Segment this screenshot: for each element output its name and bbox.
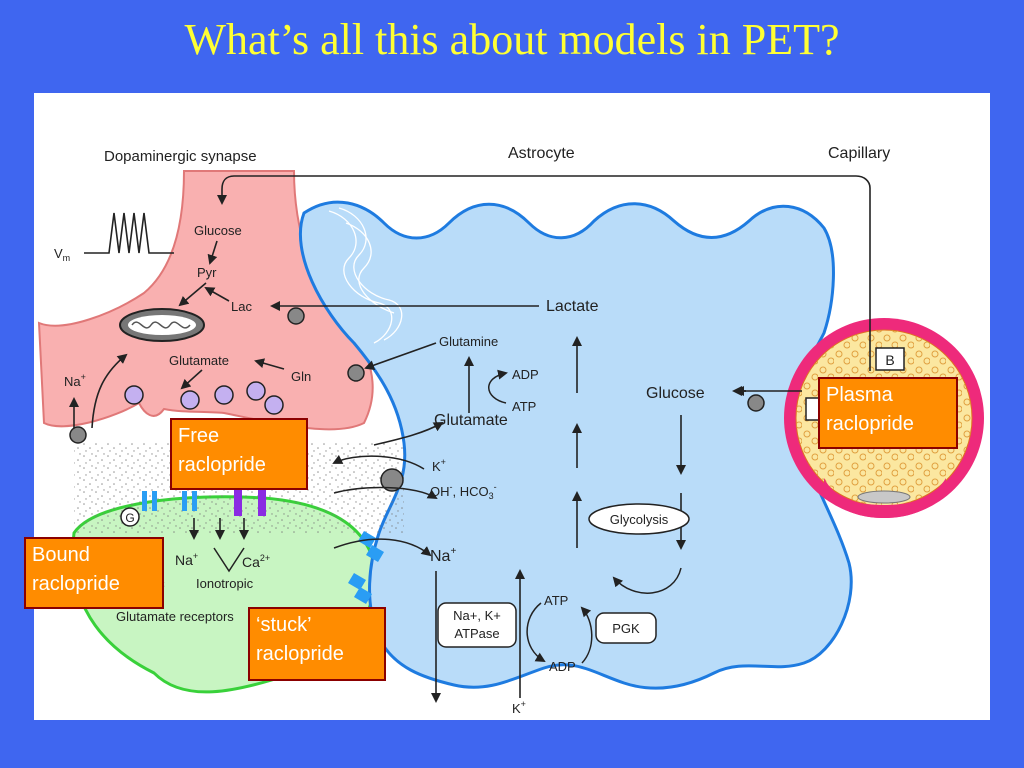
label-glutamate-receptors: Glutamate receptors [116,609,234,624]
label-pgk: PGK [612,621,640,636]
callout-bound-raclopride: Bound raclopride [24,537,164,609]
g-protein-icon [120,507,140,527]
label-g: G [125,511,134,525]
callout-plasma-raclopride: Plasma raclopride [818,377,958,449]
callout-bound-line1: Bound [32,544,90,566]
callout-free-raclopride: Free raclopride [170,418,308,490]
callout-free-line2: raclopride [178,454,266,476]
label-atpase-bottom: ATPase [454,626,499,641]
diagram-figure: B Dopaminergic synapse Astrocyte Capilla… [24,93,990,720]
callout-stuck-line1: ‘stuck’ [256,614,312,636]
arrow-glutamate-vesicle [180,369,203,390]
arrow-glutamate-uptake [373,422,444,446]
arrow-na-in [333,538,432,557]
arrow-pyr-mito [178,282,207,307]
label-lac: Lac [231,299,252,314]
arrow-na-uptake [91,353,128,429]
label-pyr: Pyr [197,265,217,280]
label-k-plus: K+ [432,457,446,474]
capillary-inner-wall [824,478,946,518]
label-glutamate-neuron: Glutamate [169,353,229,368]
b-box [875,347,905,371]
transporter-lactate [287,307,305,325]
callout-bound-line2: raclopride [32,573,120,595]
label-atp-top: ATP [512,399,536,414]
pgk-badge [595,612,657,644]
label-atp-bottom: ATP [544,593,568,608]
transporter-na [69,426,87,444]
callout-plasma-line2: raclopride [826,413,914,435]
arrow-atp-adp [488,369,508,404]
callout-free-line1: Free [178,425,220,447]
atpase-badge [437,602,517,648]
callout-stuck-raclopride: ‘stuck’ raclopride [248,607,386,681]
transporter-glutamine [347,364,365,382]
label-ca-ion: Ca2+ [242,553,270,570]
label-glucose-neuron: Glucose [194,223,242,238]
label-atpase-top: Na+, K+ [453,608,501,623]
arrow-gln-glutamate [254,358,285,370]
capillary-glucose-line [217,175,871,371]
label-oh-hco3: OH-, HCO3- [430,482,497,501]
label-vm: Vm [54,246,70,263]
action-potential-trace [84,212,174,254]
helix-icon [328,207,403,344]
label-glucose-astro: Glucose [646,385,705,402]
transporter-exchanger [380,468,404,492]
label-glutamine: Glutamine [439,334,498,349]
label-dopaminergic-synapse: Dopaminergic synapse [104,148,257,165]
vesicle-icon [124,381,284,415]
label-na-left: Na+ [64,372,86,389]
callout-plasma-line1: Plasma [826,384,893,406]
label-capillary: Capillary [828,145,890,162]
label-na-ion: Na+ [175,551,198,568]
erythrocyte [857,490,911,504]
arrow-glycolysis-atp [612,567,682,594]
glutamate-receptor-icons [142,488,266,516]
label-lactate: Lactate [546,298,599,315]
slide-title: What’s all this about models in PET? [184,15,840,64]
mitochondrion-icon [119,308,205,342]
arrow-adp-to-atp [580,606,593,664]
arrow-glucose-pyr [207,240,218,265]
astrocyte-cell [298,200,853,690]
label-ionotropic: Ionotropic [196,576,254,591]
label-glycolysis: Glycolysis [610,512,669,527]
label-adp-top: ADP [512,367,539,382]
label-gln: Gln [291,369,311,384]
arrow-glutamine-neuron [364,342,437,371]
ion-v-mark [213,547,245,573]
label-k-bottom: K+ [512,699,526,716]
label-glutamate-astro: Glutamate [434,412,508,429]
glycolysis-badge [588,503,690,535]
transporter-glucose [747,394,765,412]
arrow-lac-pyr [204,287,230,302]
label-na-astro: Na+ [430,546,456,565]
arrow-oh-in [333,486,438,500]
arrow-k-out [332,454,425,470]
callout-stuck-line2: raclopride [256,643,344,665]
label-adp-bottom: ADP [549,659,576,674]
b-label: B [885,352,894,368]
label-astrocyte: Astrocyte [508,145,575,162]
arrow-atp-to-adp [526,602,546,663]
